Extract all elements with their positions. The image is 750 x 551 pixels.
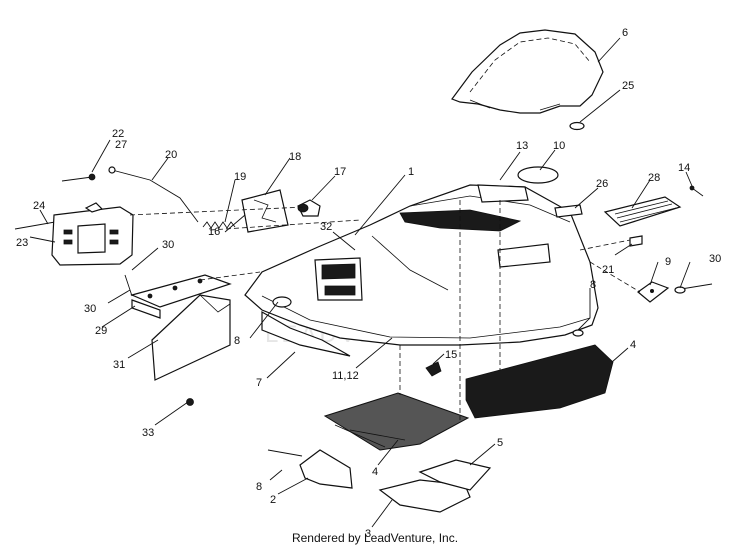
- callout-27: 27: [115, 139, 127, 151]
- render-credit: Rendered by LeadVenture, Inc.: [291, 531, 459, 545]
- callout-29: 29: [95, 325, 107, 337]
- callout-31: 31: [113, 359, 125, 371]
- part-clip-21: [629, 235, 643, 247]
- callout-4-lower: 4: [372, 466, 378, 478]
- callout-22: 22: [112, 128, 124, 140]
- leader-lines: [29, 37, 693, 528]
- part-instrument-console: [51, 202, 134, 266]
- part-nut-33: [186, 398, 194, 406]
- part-round-cap: [517, 166, 559, 184]
- callout-19: 19: [234, 171, 246, 183]
- part-cap-17: [297, 199, 321, 217]
- callout-7: 7: [256, 377, 262, 389]
- callout-labels: 6 25 13 10 22 27 20 18 19 17 1 26 28 14 …: [16, 27, 721, 540]
- callout-20: 20: [165, 149, 177, 161]
- callout-26: 26: [596, 178, 608, 190]
- part-windshield: [451, 29, 604, 114]
- callout-23: 23: [16, 237, 28, 249]
- callout-30-left: 30: [84, 303, 96, 315]
- part-cable-20: [111, 169, 199, 223]
- part-knob-15: [425, 361, 442, 377]
- part-hood: [244, 184, 599, 346]
- callout-10: 10: [553, 140, 565, 152]
- part-duct-5: [418, 459, 492, 491]
- callout-21: 21: [602, 264, 614, 276]
- callout-3: 3: [365, 528, 371, 540]
- callout-30-right: 30: [709, 253, 721, 265]
- callout-32: 32: [320, 221, 332, 233]
- callout-17: 17: [334, 166, 346, 178]
- callout-28: 28: [648, 172, 660, 184]
- callout-33: 33: [142, 427, 154, 439]
- part-insulation-lower: [323, 392, 470, 451]
- part-side-grille: [603, 196, 682, 227]
- callout-30-top: 30: [162, 239, 174, 251]
- part-bolt-24: [14, 221, 56, 230]
- callout-18: 18: [289, 151, 301, 163]
- part-insulation-right: [465, 344, 614, 419]
- callout-15: 15: [445, 349, 457, 361]
- part-grommet: [569, 121, 585, 131]
- callout-8-lower: 8: [256, 481, 262, 493]
- callout-24: 24: [33, 200, 45, 212]
- callout-25: 25: [622, 80, 634, 92]
- callout-8-mid: 8: [234, 335, 240, 347]
- part-spring: [202, 221, 236, 229]
- part-lower-skirt: [261, 310, 351, 357]
- callout-5: 5: [497, 437, 503, 449]
- callout-9: 9: [665, 256, 671, 268]
- alignment-lines: [129, 200, 641, 420]
- callout-2: 2: [270, 494, 276, 506]
- part-decal-plate: [241, 189, 289, 233]
- callout-11-12: 11,12: [332, 370, 359, 382]
- part-pin-22: [61, 176, 93, 182]
- callout-6: 6: [622, 27, 628, 39]
- part-dash-bracket: [124, 274, 232, 319]
- part-duct-3: [378, 479, 471, 513]
- callout-8-right: 8: [590, 279, 596, 291]
- callout-4-right: 4: [630, 339, 636, 351]
- callout-16: 16: [208, 226, 220, 238]
- callout-13: 13: [516, 140, 528, 152]
- callout-14: 14: [678, 162, 690, 174]
- callout-1: 1: [408, 166, 414, 178]
- part-lower-panel: [151, 294, 231, 381]
- part-bracket-2: [267, 449, 353, 489]
